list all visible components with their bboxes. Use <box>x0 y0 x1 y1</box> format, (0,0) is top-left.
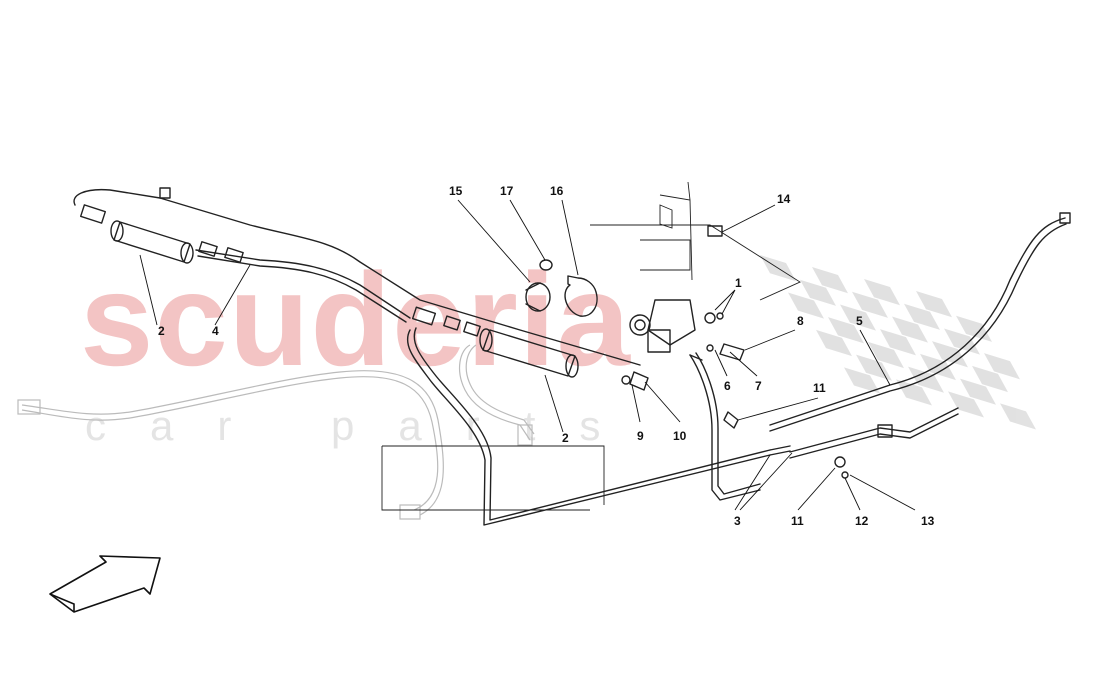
checker-square <box>816 329 852 357</box>
checker-square <box>948 391 984 418</box>
callout-3: 3 <box>734 514 741 528</box>
clamp-parts <box>525 225 723 317</box>
checker-square <box>864 279 900 306</box>
flex-hose-5 <box>769 212 1071 432</box>
checker-square <box>788 292 824 319</box>
callout-5: 5 <box>856 314 863 328</box>
checker-square <box>892 316 928 343</box>
callout-9: 9 <box>637 429 644 443</box>
callout-labels: 1 2 2 3 4 5 6 7 8 9 10 11 11 12 13 14 15… <box>158 184 935 528</box>
checker-square <box>852 291 888 318</box>
direction-arrow-icon <box>49 555 161 613</box>
callout-17: 17 <box>500 184 514 198</box>
mounting-panel <box>381 181 801 511</box>
callout-15: 15 <box>449 184 463 198</box>
fuel-pipe-main <box>73 188 641 366</box>
callout-2a: 2 <box>158 324 165 338</box>
checker-square <box>916 291 952 318</box>
checker-square <box>868 341 904 369</box>
checker-square <box>932 341 968 368</box>
ghost-hose-left <box>17 344 535 520</box>
checker-square <box>908 366 944 393</box>
callout-6: 6 <box>724 379 731 393</box>
fuel-filter-center <box>411 306 579 378</box>
fuel-hose-3 <box>406 327 791 526</box>
callout-11a: 11 <box>813 381 826 395</box>
checker-square <box>904 303 940 330</box>
watermark-brand: scuderia <box>80 246 632 393</box>
callout-7: 7 <box>755 379 762 393</box>
fuel-filter-left <box>79 187 244 264</box>
leader-lines <box>139 199 916 511</box>
callout-10: 10 <box>673 429 687 443</box>
callout-12: 12 <box>855 514 869 528</box>
checker-square <box>828 317 864 344</box>
callout-14: 14 <box>777 192 791 206</box>
checkered-flag <box>760 255 1036 430</box>
callout-8: 8 <box>797 314 804 328</box>
checker-square <box>896 379 932 406</box>
callout-13: 13 <box>921 514 935 528</box>
callout-11b: 11 <box>791 514 804 528</box>
fuel-line-lower-right <box>723 407 959 479</box>
checker-square <box>956 315 992 342</box>
checker-square <box>880 329 916 356</box>
callout-1: 1 <box>735 276 742 290</box>
checker-square <box>812 267 848 294</box>
checker-square <box>800 279 836 306</box>
watermark: scuderia car parts <box>80 246 632 449</box>
callout-16: 16 <box>550 184 564 198</box>
checker-square <box>960 378 996 405</box>
checker-square <box>844 367 880 394</box>
callout-4: 4 <box>212 324 219 338</box>
checker-square <box>1000 403 1036 430</box>
pressure-regulator <box>621 299 745 391</box>
checker-square <box>972 365 1008 393</box>
checker-square <box>840 304 876 331</box>
checker-square <box>856 354 892 381</box>
checker-square <box>984 353 1020 380</box>
checker-square <box>920 353 956 381</box>
callout-2b: 2 <box>562 431 569 445</box>
